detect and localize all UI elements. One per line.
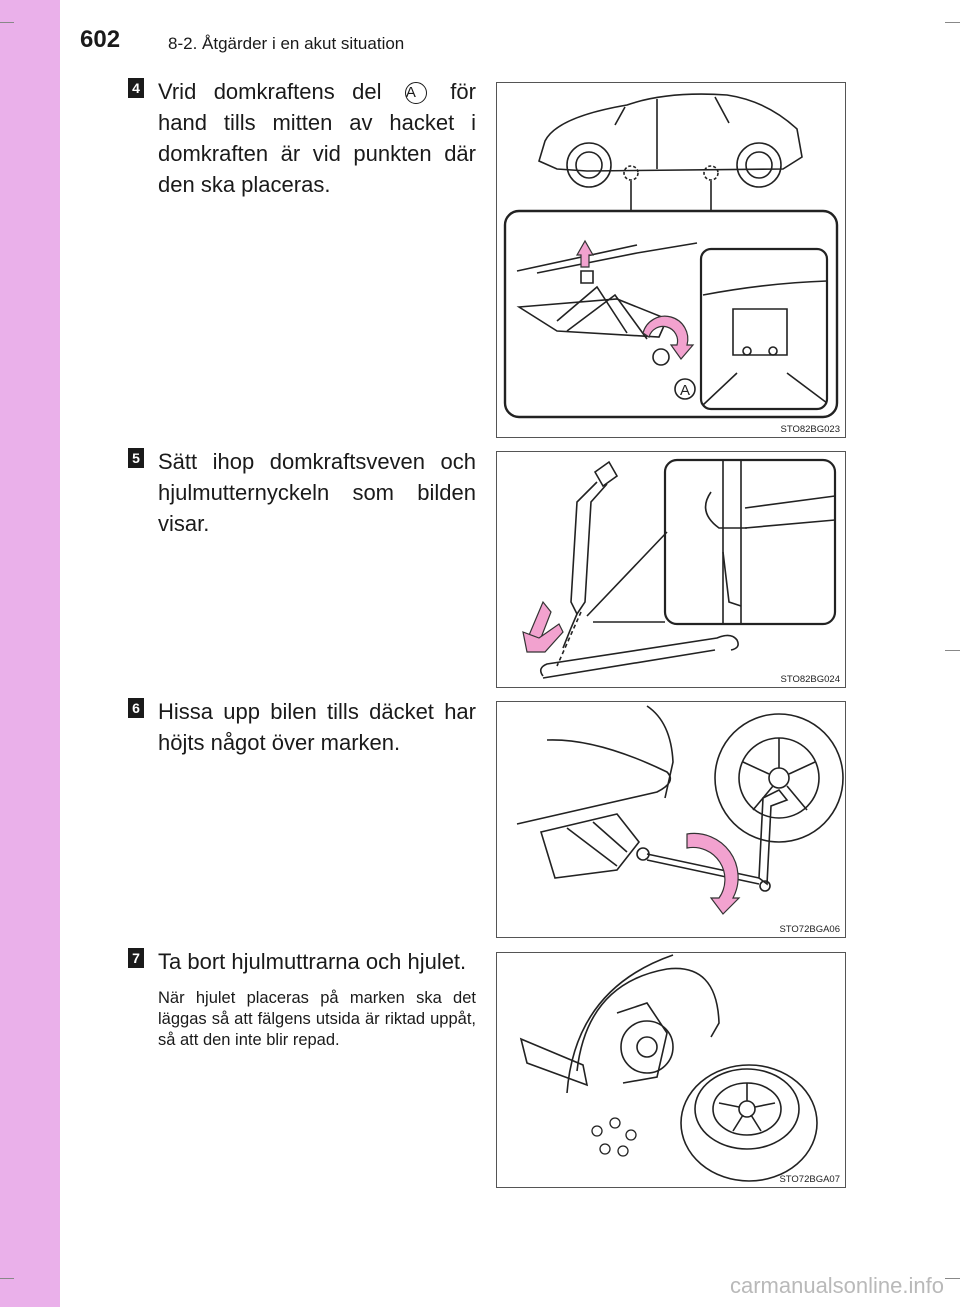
figure-code: STO82BG024 [780,674,840,685]
raise-vehicle-illustration [516,705,844,915]
crop-mark [945,1278,960,1279]
section-title: 8-2. Åtgärder i en akut situation [168,34,405,53]
figure-code: STO82BG023 [780,424,840,435]
figure-code: STO72BGA07 [779,1174,840,1185]
step-number-7: 7 [128,948,144,968]
figure-code: STO72BGA06 [779,924,840,935]
step-4-text: Vrid domkraftens del A för hand tills mi… [158,76,476,200]
step-number-5: 5 [128,448,144,468]
step-number-4: 4 [128,78,144,98]
step-6-text: Hissa upp bilen tills däcket har höjts n… [158,699,476,755]
jack-position-illustration: A [503,93,839,419]
step-5-text: Sätt ihop domkraftsveven och hjulmuttern… [158,449,476,536]
watermark: carmanualsonline.info [729,1273,944,1298]
step-7-text: Ta bort hjulmuttrarna och hjulet. [158,949,467,974]
figure-remove-wheel: STO72BGA07 [496,952,846,1188]
crop-mark [945,650,960,651]
figure-assemble-tools: STO82BG024 [496,451,846,688]
step-4-text-before: Vrid domkraftens del [158,79,382,104]
crop-mark [945,22,960,23]
crop-mark [0,1278,14,1279]
step-7-note: När hjulet placeras på marken ska det lä… [158,989,476,1049]
step-4-text-after: för hand tills mitten av hacket i domkra… [158,79,476,197]
remove-wheel-illustration [519,954,818,1182]
figure-raise-vehicle: STO72BGA06 [496,701,846,938]
figure-callout-a: A [680,382,690,399]
side-color-band [0,0,60,1307]
assemble-tools-illustration [522,458,837,679]
page-number: 602 [80,26,121,53]
figure-jack-position: A STO82BG023 [496,82,846,438]
part-a-marker: A [404,82,427,104]
step-number-6: 6 [128,698,144,718]
wheel-nuts [591,1117,637,1157]
crop-mark [0,22,14,23]
